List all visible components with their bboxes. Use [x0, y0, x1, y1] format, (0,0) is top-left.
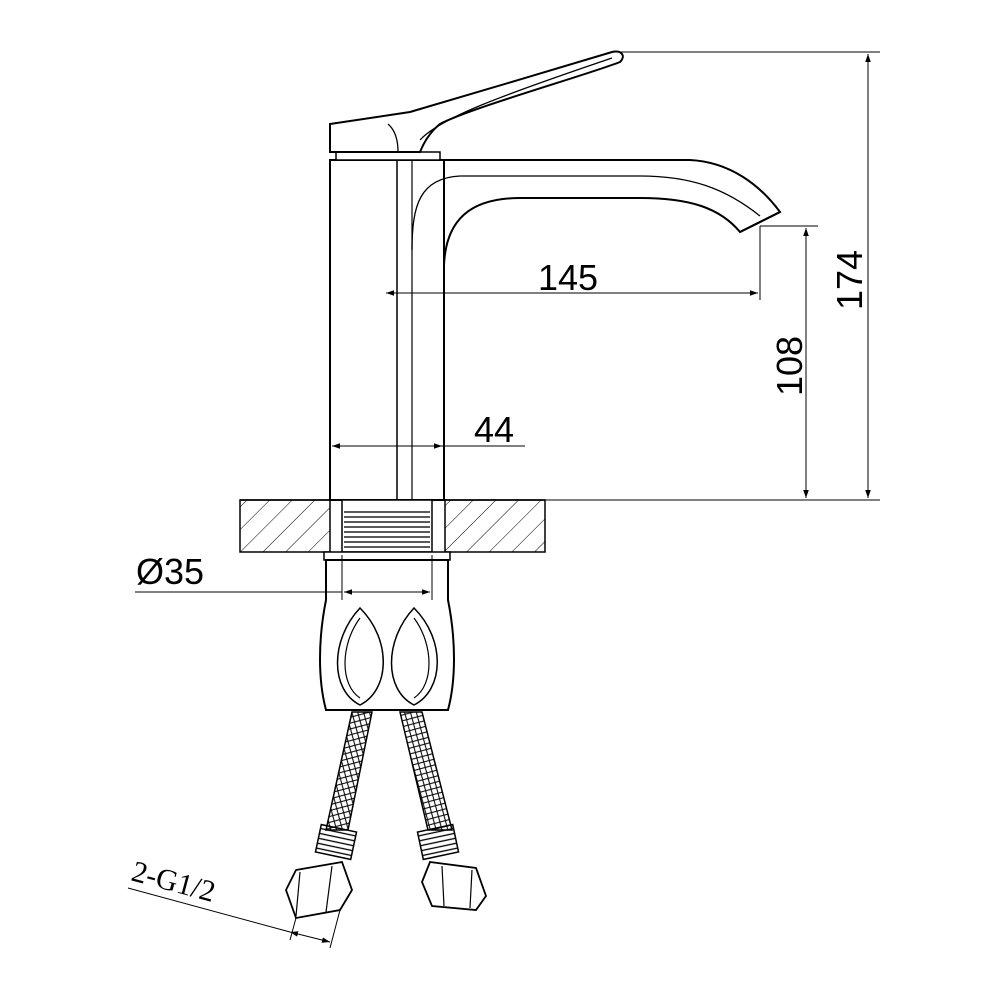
spout [411, 159, 782, 266]
dimension-total-height: 174 [545, 51, 880, 501]
braided-hose-right [399, 711, 488, 911]
mounting-fixture [319, 559, 455, 711]
mount-diameter-label: Ø35 [136, 551, 204, 592]
threaded-shank [323, 499, 451, 561]
spout-reach-label: 145 [538, 257, 598, 298]
total-height-label: 174 [829, 250, 870, 310]
dimension-spout-reach: 145 [386, 226, 761, 300]
dimension-mount-diameter: Ø35 [135, 551, 433, 600]
spout-height-label: 108 [769, 336, 810, 396]
lever-handle [329, 50, 624, 153]
faucet-body [329, 151, 445, 501]
dimension-body-width: 44 [332, 409, 525, 450]
countertop [239, 499, 546, 553]
braided-hose-left [285, 711, 373, 920]
body-width-label: 44 [474, 409, 514, 450]
dimension-spout-height: 108 [760, 225, 818, 498]
